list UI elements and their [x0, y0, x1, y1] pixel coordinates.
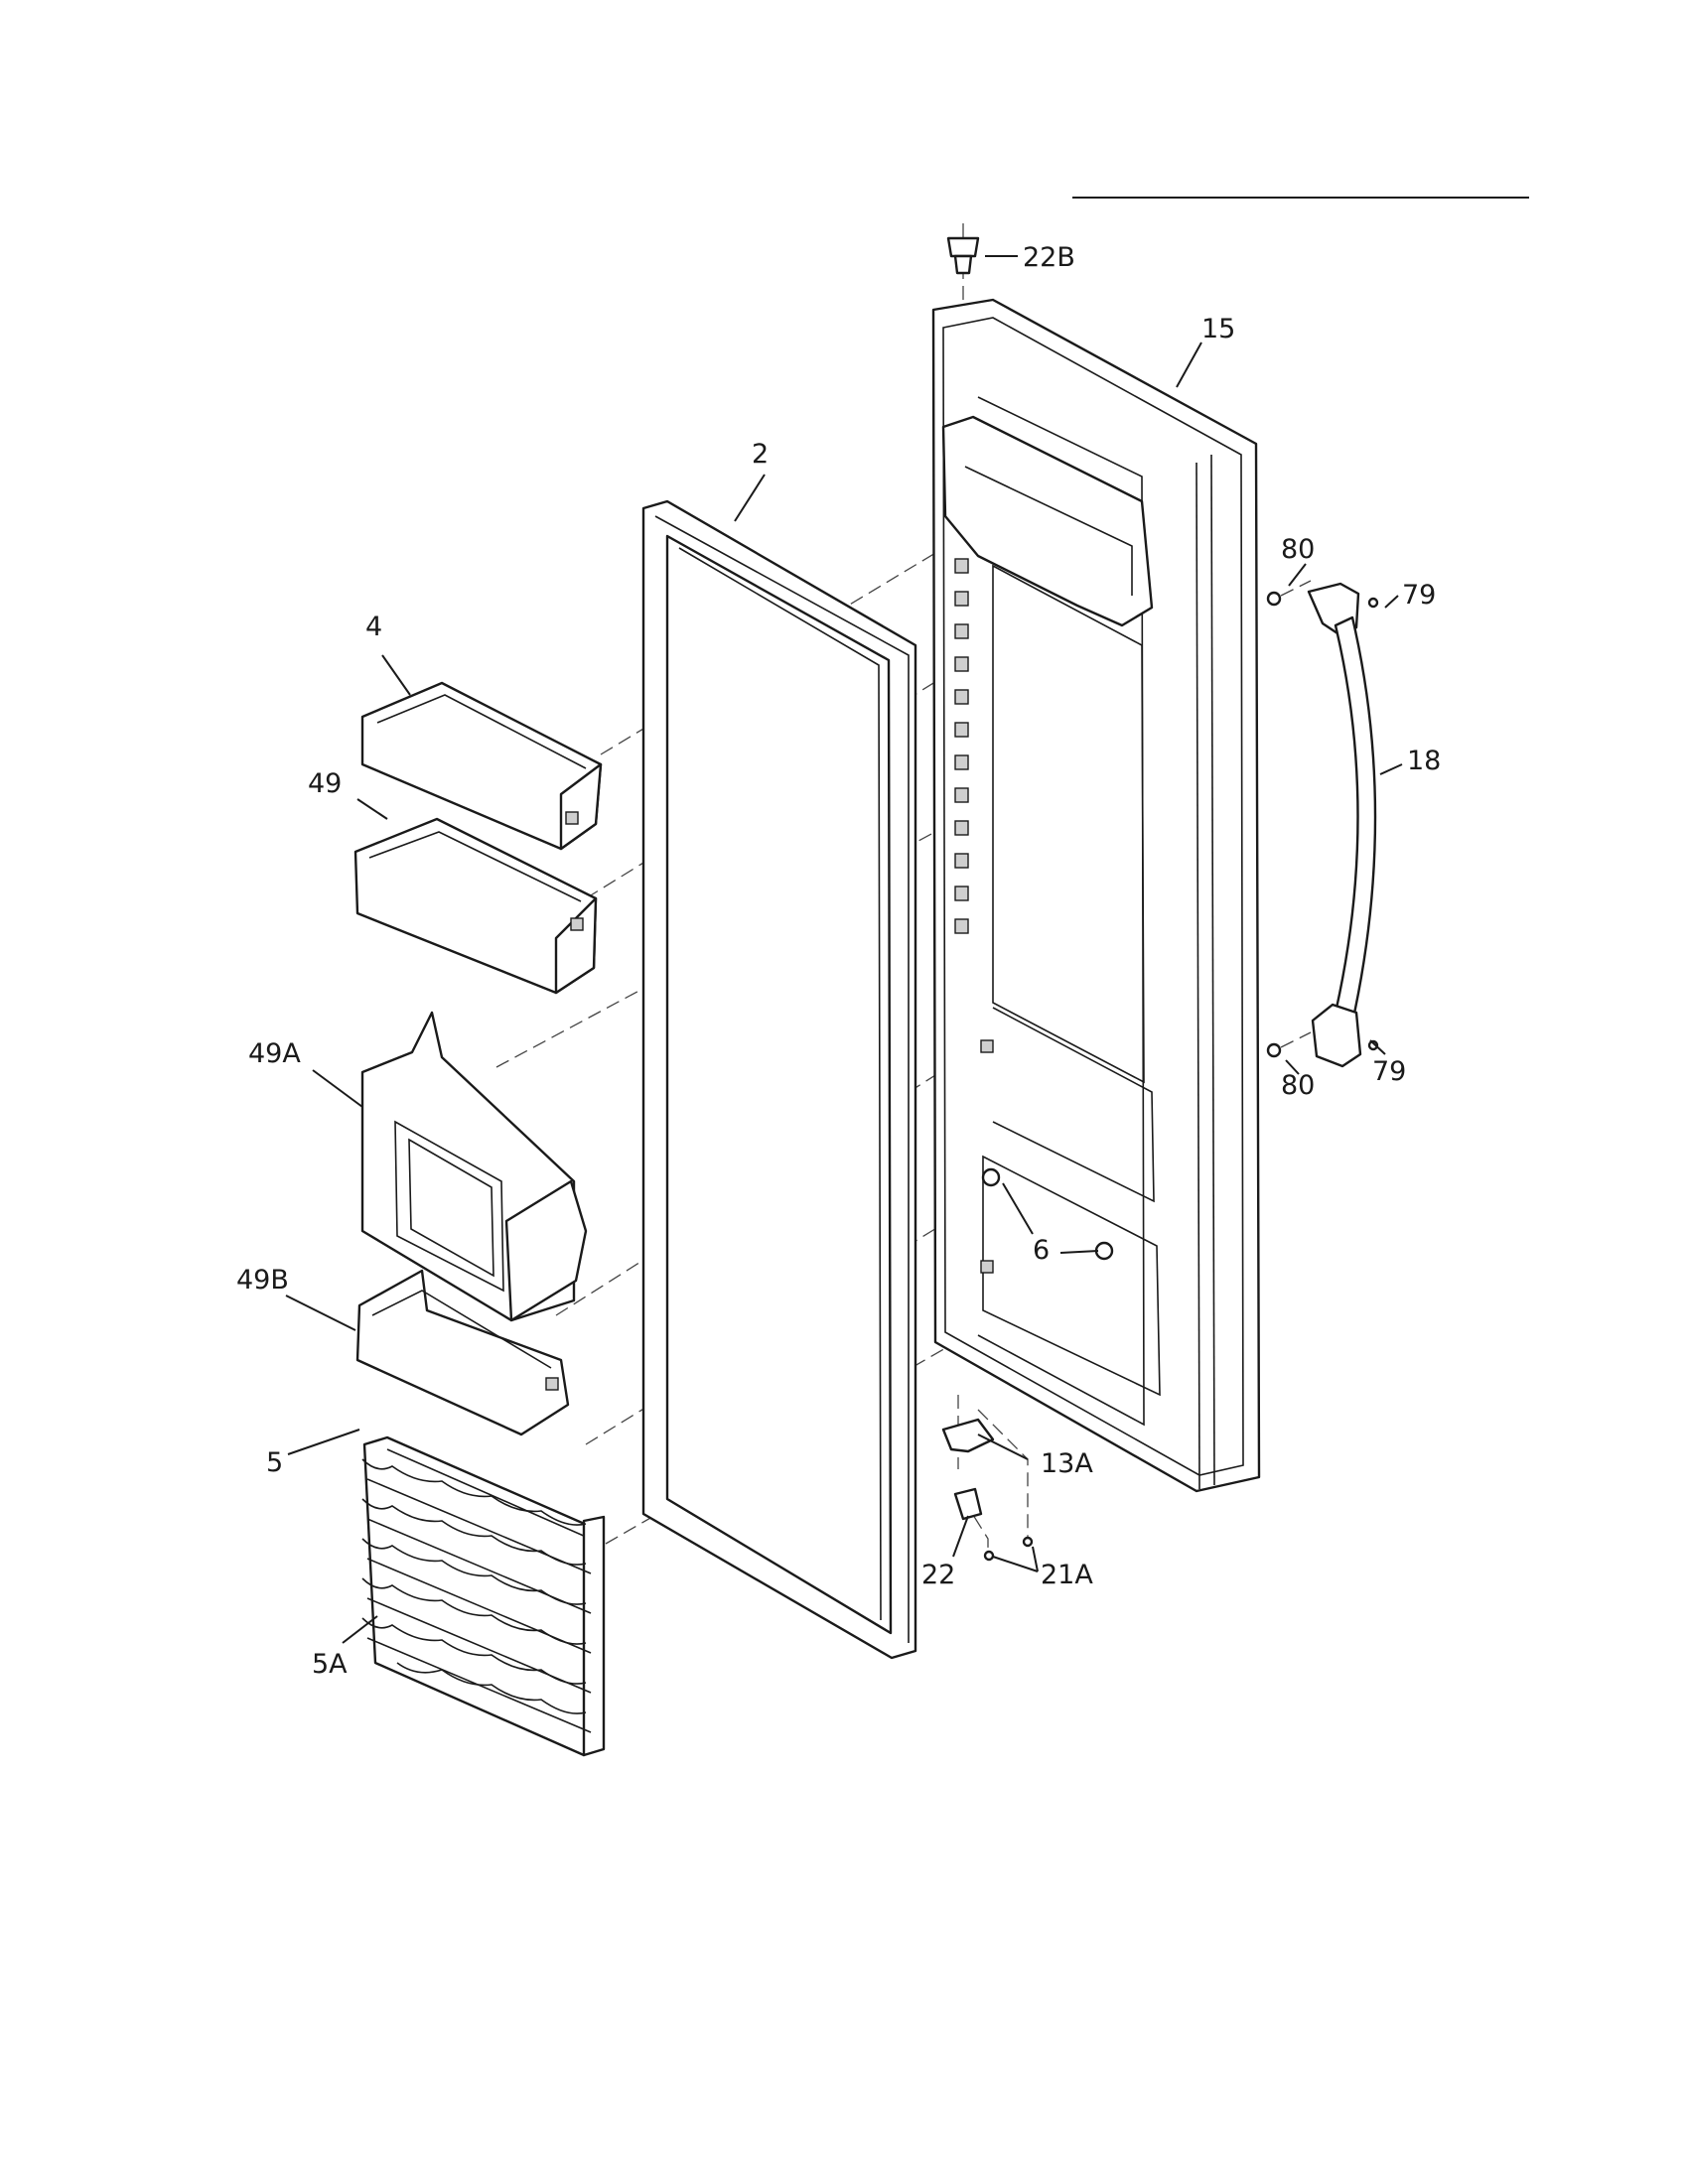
callout-labels: 22B 15 2 4 49 49A 49B 5 5A 80 79 18 80 7…: [236, 242, 1441, 1680]
screw-21a-right: [1022, 1536, 1034, 1548]
callout-4: 4: [365, 612, 382, 642]
screw-6-upper: [981, 1167, 1001, 1187]
screw-21a-left: [983, 1550, 995, 1562]
door-handle-18: [1307, 582, 1377, 1068]
callout-80-top: 80: [1281, 534, 1315, 565]
hinge-pin-22: [953, 1487, 983, 1521]
fastener-79-top: [1367, 597, 1379, 609]
callout-80-bottom: 80: [1281, 1070, 1315, 1101]
callout-79-top: 79: [1402, 580, 1436, 611]
hinge-bushing-22b: [946, 236, 980, 275]
hinge-bracket-13a: [941, 1418, 995, 1453]
callout-79-bottom: 79: [1372, 1056, 1406, 1087]
callout-leaders: [285, 255, 1403, 1644]
callout-49b: 49B: [236, 1265, 289, 1296]
callout-2: 2: [752, 439, 769, 470]
door-bin-49: [353, 817, 598, 995]
callout-21a: 21A: [1041, 1560, 1093, 1590]
callout-5a: 5A: [312, 1649, 348, 1680]
fastener-80-top: [1266, 591, 1282, 607]
wine-rack-shelves: [361, 1458, 592, 1733]
door-gasket: [641, 499, 917, 1660]
callout-49: 49: [308, 768, 342, 799]
callout-22: 22: [921, 1560, 955, 1590]
screw-6-lower: [1094, 1241, 1114, 1261]
callout-13a: 13A: [1041, 1448, 1093, 1479]
shelf-tabs: [954, 558, 969, 934]
callout-22b: 22B: [1023, 242, 1075, 273]
door-bin-49b: [355, 1269, 570, 1436]
wine-rack-5: [361, 1435, 606, 1757]
fastener-79-bottom: [1367, 1039, 1379, 1051]
callout-6: 6: [1033, 1235, 1050, 1266]
door-bin-4: [360, 681, 603, 851]
callout-18: 18: [1407, 746, 1441, 776]
dairy-compartment-49a: [360, 1011, 588, 1322]
callout-15: 15: [1201, 314, 1235, 344]
callout-49a: 49A: [248, 1038, 301, 1069]
door-liner-assembly: [931, 298, 1261, 1493]
callout-5: 5: [266, 1447, 283, 1478]
fastener-80-bottom: [1266, 1042, 1282, 1058]
